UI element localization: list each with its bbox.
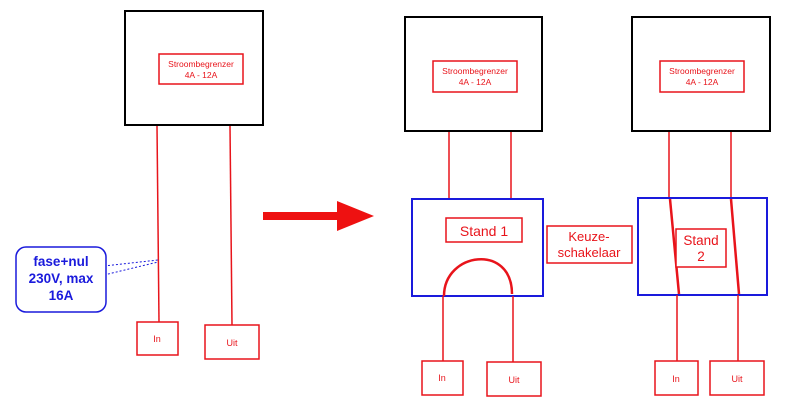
left-wire-out bbox=[229, 125, 233, 326]
callout-line3: 16A bbox=[49, 288, 74, 303]
middle-switch-label-box bbox=[445, 217, 523, 243]
right-out-terminal bbox=[709, 360, 765, 396]
right-switch-label-line2: 2 bbox=[697, 249, 705, 264]
middle-switch-label: Stand 1 bbox=[460, 223, 508, 239]
right-circuit: Stroombegrenzer 4A - 12A Stand 2 In Uit bbox=[631, 16, 771, 396]
middle-out-label: Uit bbox=[509, 375, 520, 385]
middle-limiter-label-box bbox=[432, 60, 518, 93]
left-limiter-label-box bbox=[158, 53, 244, 85]
right-limiter-label-line2: 4A - 12A bbox=[686, 77, 719, 87]
right-out-label: Uit bbox=[732, 374, 743, 384]
right-switch-contact-in bbox=[668, 198, 681, 295]
left-in-label: In bbox=[153, 334, 161, 344]
voltage-callout-box bbox=[15, 246, 107, 313]
middle-in-label: In bbox=[438, 373, 446, 383]
left-in-terminal bbox=[136, 321, 179, 356]
left-circuit: Stroombegrenzer 4A - 12A In Uit fase+nul… bbox=[15, 10, 264, 360]
left-limiter-label-line1: Stroombegrenzer bbox=[168, 59, 234, 69]
middle-switch-box bbox=[411, 198, 544, 297]
callout-pointer-2 bbox=[103, 261, 159, 276]
middle-in-terminal bbox=[421, 360, 464, 396]
selector-label-line1: Keuze- bbox=[568, 229, 609, 244]
left-out-label: Uit bbox=[227, 338, 238, 348]
left-limiter-label-line2: 4A - 12A bbox=[185, 70, 218, 80]
selector-label-box bbox=[546, 225, 633, 264]
callout-line2: 230V, max bbox=[29, 271, 94, 286]
right-switch-contact-out bbox=[729, 198, 741, 295]
middle-out-terminal bbox=[486, 361, 542, 397]
right-limiter-label-box bbox=[659, 60, 745, 93]
middle-switch-arc bbox=[442, 258, 514, 297]
arrow-head bbox=[337, 201, 374, 231]
callout-pointer-1 bbox=[103, 259, 159, 267]
transition-arrow bbox=[263, 201, 374, 231]
left-out-terminal bbox=[204, 324, 260, 360]
middle-limiter-label-line2: 4A - 12A bbox=[459, 77, 492, 87]
right-switch-label-box bbox=[675, 228, 727, 268]
callout-line1: fase+nul bbox=[33, 254, 88, 269]
right-limiter-label-line1: Stroombegrenzer bbox=[669, 66, 735, 76]
selector-label: Keuze- schakelaar bbox=[546, 225, 633, 264]
left-wire-in bbox=[156, 125, 160, 323]
right-in-label: In bbox=[672, 374, 680, 384]
selector-label-line2: schakelaar bbox=[558, 245, 622, 260]
right-in-terminal bbox=[654, 360, 699, 396]
middle-circuit: Stroombegrenzer 4A - 12A Stand 1 In Uit bbox=[404, 16, 544, 397]
right-switch-label-line1: Stand bbox=[683, 233, 718, 248]
middle-limiter-label-line1: Stroombegrenzer bbox=[442, 66, 508, 76]
arrow-shaft bbox=[263, 212, 339, 220]
